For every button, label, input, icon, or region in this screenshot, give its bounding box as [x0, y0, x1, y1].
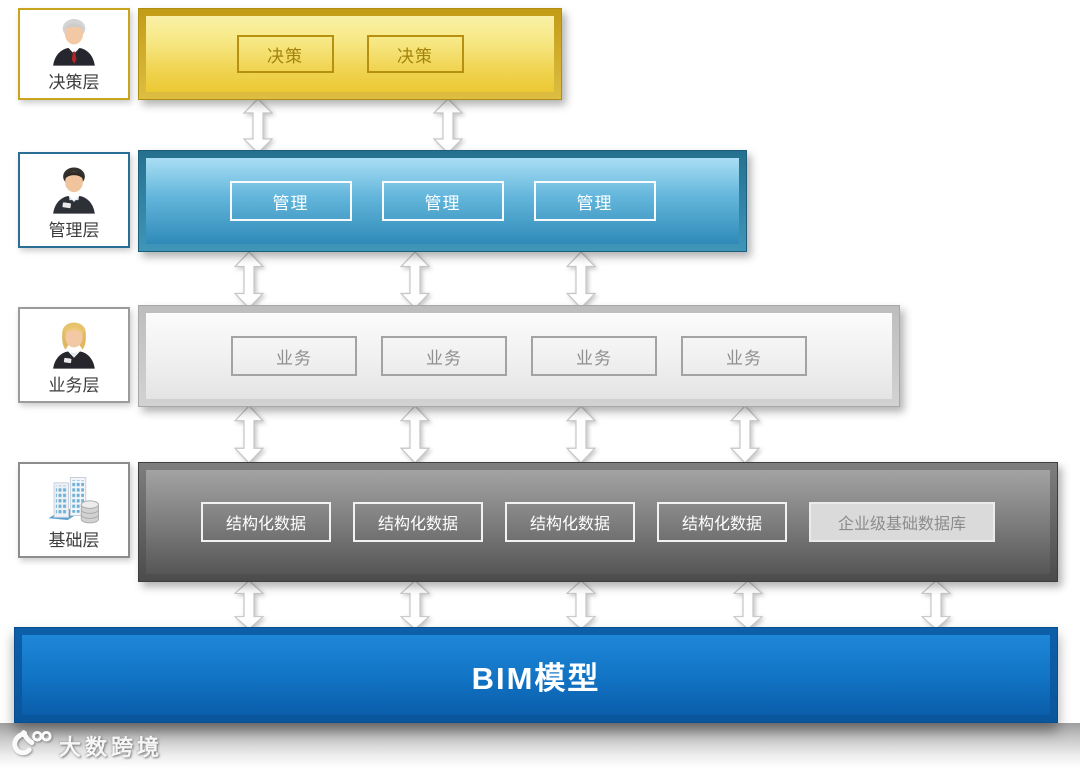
- watermark: 大数跨境: [10, 729, 163, 763]
- decision-layer-label-box: 决策层: [18, 8, 130, 100]
- structured-data-button: 结构化数据: [657, 502, 787, 542]
- management-layer-label: 管理层: [48, 220, 100, 240]
- management-layer-bar: 管理 管理 管理: [138, 150, 747, 252]
- decision-button: 决策: [366, 35, 464, 73]
- foundation-layer-bar: 结构化数据 结构化数据 结构化数据 结构化数据 企业级基础数据库: [138, 462, 1058, 582]
- enterprise-database-button: 企业级基础数据库: [809, 502, 995, 542]
- decision-layer-bar: 决策 决策: [138, 8, 562, 100]
- business-button: 业务: [681, 336, 807, 376]
- manage-button: 管理: [229, 181, 352, 221]
- double-arrow-connector: [234, 251, 264, 309]
- manage-button: 管理: [533, 181, 656, 221]
- swirl-100-logo-icon: [10, 729, 52, 763]
- double-arrow-connector: [234, 580, 264, 630]
- watermark-band: [0, 723, 1080, 768]
- foundation-layer-label: 基础层: [48, 530, 100, 550]
- watermark-brand-text: 大数跨境: [59, 735, 164, 760]
- business-button: 业务: [531, 336, 657, 376]
- business-button: 业务: [231, 336, 357, 376]
- double-arrow-connector: [400, 580, 430, 630]
- double-arrow-connector: [234, 405, 264, 464]
- business-button: 业务: [381, 336, 507, 376]
- double-arrow-connector: [921, 580, 951, 630]
- double-arrow-connector: [243, 98, 273, 154]
- double-arrow-connector: [400, 251, 430, 309]
- structured-data-button: 结构化数据: [505, 502, 635, 542]
- double-arrow-connector: [566, 580, 596, 630]
- business-layer-label: 业务层: [48, 375, 100, 395]
- double-arrow-connector: [566, 405, 596, 464]
- management-layer-label-box: 管理层: [18, 152, 130, 248]
- manager-man-icon: [45, 162, 103, 220]
- decision-button: 决策: [236, 35, 334, 73]
- double-arrow-connector: [433, 98, 463, 154]
- double-arrow-connector: [566, 251, 596, 309]
- business-woman-icon: [45, 317, 103, 375]
- buildings-database-icon: [45, 472, 103, 530]
- structured-data-button: 结构化数据: [353, 502, 483, 542]
- business-layer-bar: 业务 业务 业务 业务: [138, 305, 900, 407]
- double-arrow-connector: [733, 580, 763, 630]
- double-arrow-connector: [400, 405, 430, 464]
- structured-data-button: 结构化数据: [201, 502, 331, 542]
- executive-man-icon: [45, 14, 103, 72]
- bim-model-bar: BIM模型: [14, 627, 1058, 723]
- double-arrow-connector: [730, 405, 760, 464]
- decision-layer-label: 决策层: [48, 72, 100, 92]
- bim-model-label: BIM模型: [22, 635, 1050, 715]
- manage-button: 管理: [381, 181, 504, 221]
- business-layer-label-box: 业务层: [18, 307, 130, 403]
- foundation-layer-label-box: 基础层: [18, 462, 130, 558]
